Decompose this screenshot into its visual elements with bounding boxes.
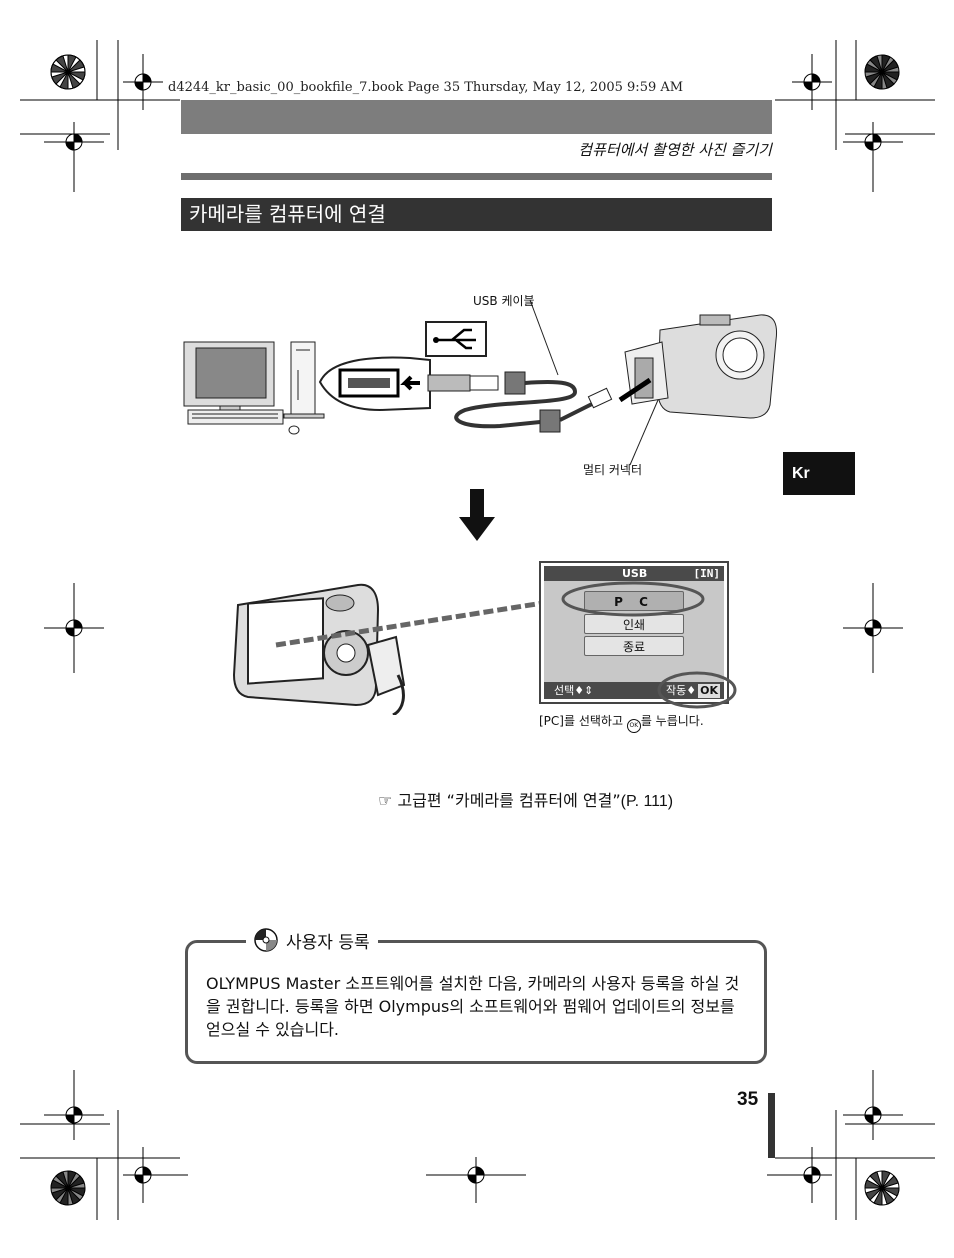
go-hint: 작동 bbox=[666, 684, 687, 697]
note-body: OLYMPUS Master 소프트웨어를 설치한 다음, 카메라의 사용자 등… bbox=[206, 974, 740, 1039]
note-title: 사용자 등록 bbox=[286, 932, 370, 953]
lcd-title: USB bbox=[622, 567, 648, 580]
multi-connector-label: 멀티 커넥터 bbox=[583, 463, 643, 477]
connection-diagram bbox=[183, 300, 778, 466]
memory-indicator: [IN] bbox=[693, 567, 721, 580]
diamond-icon: ♦ bbox=[686, 684, 697, 697]
page-number: 35 bbox=[737, 1089, 759, 1110]
lcd-option-pc[interactable]: P C bbox=[584, 591, 684, 611]
header-rule bbox=[181, 173, 772, 180]
lcd-hint-bar: 선택♦⇕ 작동♦OK bbox=[544, 682, 724, 699]
usb-cable-label: USB 케이블 bbox=[473, 294, 535, 308]
lcd-title-bar: USB [IN] bbox=[544, 566, 724, 581]
select-hint: 선택 bbox=[554, 684, 575, 697]
lcd-usb-menu: USB [IN] P C 인쇄 종료 선택♦⇕ 작동♦OK bbox=[539, 561, 729, 704]
highlight-ovals bbox=[561, 581, 737, 709]
note-box bbox=[185, 940, 767, 1064]
running-head: 컴퓨터에서 촬영한 사진 즐기기 bbox=[578, 141, 772, 159]
section-title: 카메라를 컴퓨터에 연결 bbox=[181, 198, 772, 231]
down-arrow-icon bbox=[459, 489, 495, 541]
ok-button-icon: OK bbox=[698, 684, 720, 698]
camera-back-illustration bbox=[232, 583, 544, 715]
note-header: 사용자 등록 bbox=[246, 926, 378, 954]
camera-illustration bbox=[618, 314, 778, 419]
cross-reference: ☞ 고급편 “카메라를 컴퓨터에 연결”(P. 111) bbox=[378, 791, 674, 810]
cd-icon bbox=[254, 928, 278, 952]
updown-icon: ♦⇕ bbox=[574, 684, 594, 697]
header-bar bbox=[181, 100, 772, 134]
language-tab: Kr bbox=[783, 452, 855, 495]
reference-hand-icon: ☞ bbox=[378, 791, 393, 810]
book-info-line: d4244_kr_basic_00_bookfile_7.book Page 3… bbox=[168, 80, 684, 95]
lcd-option-exit[interactable]: 종료 bbox=[584, 636, 684, 656]
ok-menu-icon: OK bbox=[626, 719, 641, 733]
computer-illustration bbox=[183, 341, 325, 435]
page-number-bar bbox=[768, 1093, 775, 1158]
